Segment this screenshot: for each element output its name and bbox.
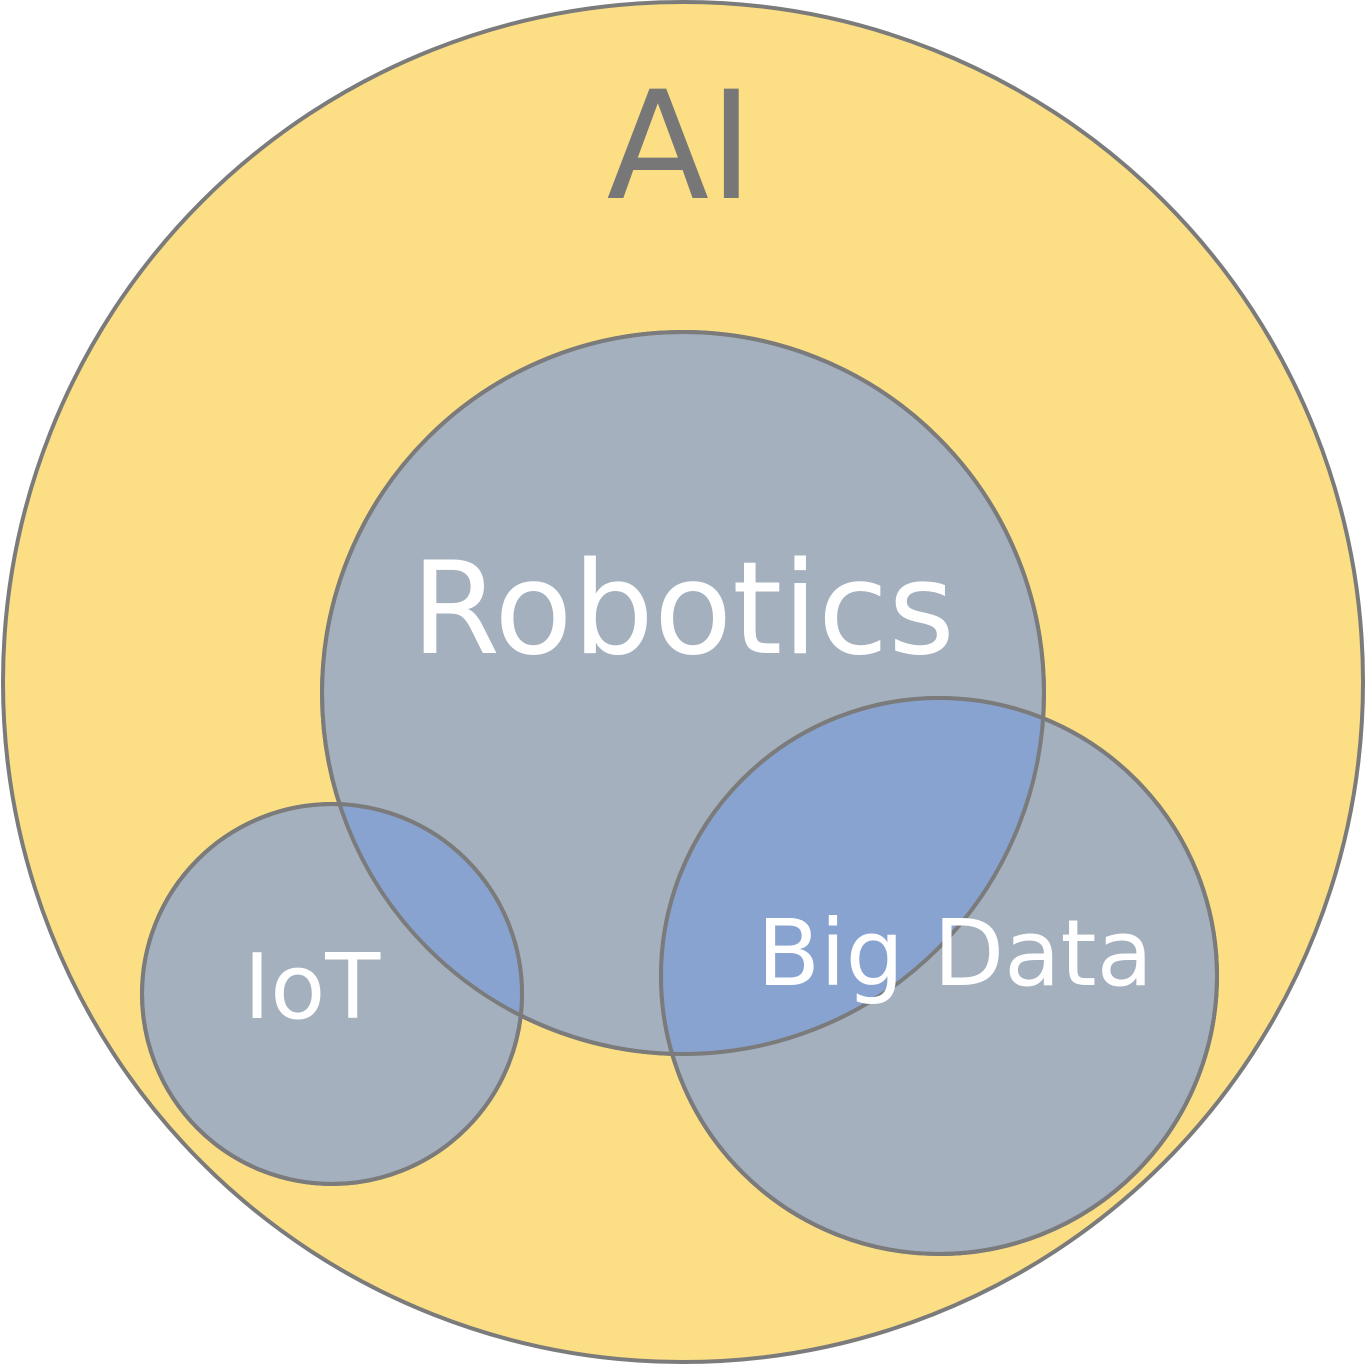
big-data-outline [659,696,1219,1256]
big-data-label: Big Data [757,900,1153,1007]
iot-outline [140,802,524,1186]
ai-label: AI [607,60,754,234]
robotics-outline [320,330,1046,1056]
iot-label: IoT [244,935,382,1040]
robotics-label: Robotics [411,535,955,684]
